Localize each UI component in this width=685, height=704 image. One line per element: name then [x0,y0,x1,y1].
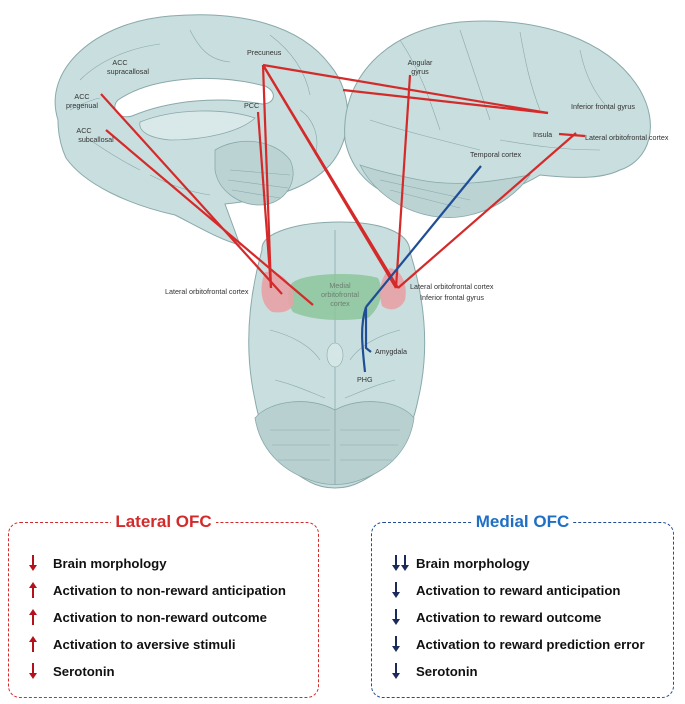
list-item: Serotonin [392,661,478,681]
list-item-text: Serotonin [416,663,478,679]
arrow-up-icon [29,636,37,652]
label-inferior-frontal-gyrus-top: Inferior frontal gyrus [571,102,635,111]
label-phg: PHG [357,375,373,384]
arrow-down-icon [392,663,400,679]
arrow-group [392,663,416,679]
arrow-group [29,582,53,598]
list-item-text: Serotonin [53,663,115,679]
arrow-down-icon [392,636,400,652]
label-lateral-ofc-right-top: Lateral orbitofrontal cortex [585,133,669,142]
arrow-down-icon [29,555,37,571]
label-lateral-ofc-right: Lateral orbitofrontal cortex [410,282,494,291]
list-item: Brain morphology [29,553,167,573]
arrow-down-icon [401,555,409,571]
list-item: Serotonin [29,661,115,681]
arrow-group [29,555,53,571]
arrow-down-icon [392,582,400,598]
arrow-down-icon [392,609,400,625]
arrow-group [29,663,53,679]
label-amygdala: Amygdala [375,347,407,356]
lateral-ofc-title-text: Lateral OFC [111,512,216,531]
sagittal-brain [54,14,349,246]
arrow-group [392,555,416,571]
arrow-up-icon [29,609,37,625]
arrow-group [392,609,416,625]
arrow-group [392,582,416,598]
medial-ofc-title-text: Medial OFC [471,512,574,531]
list-item-text: Activation to aversive stimuli [53,636,236,652]
arrow-down-icon [392,555,400,571]
lateral-ofc-right-region [380,268,406,310]
arrow-group [392,636,416,652]
medial-connections [361,165,482,373]
list-item-text: Activation to reward outcome [416,609,602,625]
medial-ofc-region [287,273,382,320]
arrow-down-icon [29,663,37,679]
medial-ofc-title: Medial OFC [372,512,673,532]
label-lateral-ofc-left: Lateral orbitofrontal cortex [165,287,249,296]
list-item: Activation to non-reward outcome [29,607,267,627]
arrow-group [29,636,53,652]
lateral-brain [344,20,651,218]
arrow-up-icon [29,582,37,598]
list-item-text: Activation to non-reward outcome [53,609,267,625]
list-item: Activation to reward outcome [392,607,601,627]
list-item: Activation to reward prediction error [392,634,645,654]
arrow-group [29,609,53,625]
list-item: Activation to non-reward anticipation [29,580,286,600]
lateral-connections [100,63,586,306]
label-inferior-frontal-gyrus-bottom: Inferior frontal gyrus [420,293,484,302]
list-item: Brain morphology [392,553,530,573]
list-item: Activation to reward anticipation [392,580,620,600]
label-temporal-cortex: Temporal cortex [470,150,522,159]
lateral-ofc-title: Lateral OFC [9,512,318,532]
label-pcc: PCC [244,101,259,110]
list-item: Activation to aversive stimuli [29,634,236,654]
list-item-text: Brain morphology [416,555,530,571]
list-item-text: Brain morphology [53,555,167,571]
label-insula: Insula [533,130,552,139]
list-item-text: Activation to reward prediction error [416,636,645,652]
list-item-text: Activation to reward anticipation [416,582,621,598]
list-item-text: Activation to non-reward anticipation [53,582,286,598]
label-precuneus: Precuneus [247,48,282,57]
